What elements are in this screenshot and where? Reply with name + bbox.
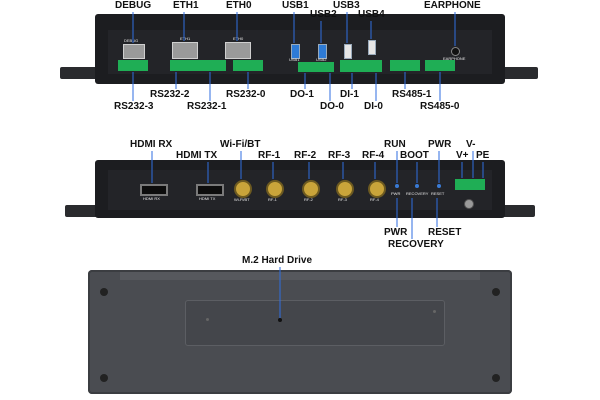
label-rf-3: RF-3 [328,150,351,161]
label-hdmi-rx: HDMI RX [130,139,173,150]
usb2-silkscreen: USB2 [316,57,327,62]
m2-cover [185,300,445,346]
top-right-flange [496,67,538,79]
mount-hole-bottom-right [492,374,500,382]
pwr-led [437,184,441,188]
rs232-3-terminal [118,60,148,71]
hdmi-rx-port [140,184,168,196]
rs485-1-terminal [390,60,420,71]
rs232-2-terminal [170,60,200,71]
recovery-silkscreen: RECOVERY [406,191,429,196]
label-eth1: ETH1 [173,0,199,11]
m2-cover-screw-right [433,310,436,313]
m2-cover-screw-left [206,318,209,321]
label-rs232-1: RS232-1 [187,101,227,112]
usb3-port [344,44,352,59]
label-recovery: RECOVERY [388,239,444,250]
ground-screw [464,199,474,209]
label-pwr-bottom: PWR [384,227,408,238]
label-earphone: EARPHONE [424,0,481,11]
rs485-0-terminal [425,60,455,71]
rs232-0-terminal [233,60,263,71]
wifi-silkscreen: Wi-Fi/BT [234,197,250,202]
power-terminal [455,179,485,190]
label-do-1: DO-1 [290,89,314,100]
mount-hole-top-right [492,288,500,296]
label-usb1: USB1 [282,0,309,11]
earphone-silkscreen: EARPHONE [443,56,466,61]
usb2-port [318,44,327,59]
label-do-0: DO-0 [320,101,344,112]
label-rs232-2: RS232-2 [150,89,190,100]
label-di-1: DI-1 [340,89,359,100]
debug-silkscreen: DEBUG [124,38,139,43]
label-rs232-0: RS232-0 [226,89,266,100]
hdmi-tx-silkscreen: HDMI TX [199,196,216,201]
reset-silkscreen: RESET [431,191,445,196]
eth0-port [225,42,251,59]
label-rs485-1: RS485-1 [392,89,432,100]
mount-hole-bottom-left [100,374,108,382]
top-left-flange [60,67,102,79]
hdmi-tx-port [196,184,224,196]
rs232-1-terminal [198,60,226,71]
label-eth0: ETH0 [226,0,252,11]
earphone-jack [451,47,460,56]
label-rf-1: RF-1 [258,150,281,161]
usb4-port [368,40,376,55]
rf2-connector [302,180,320,198]
label-hdmi-tx: HDMI TX [176,150,218,161]
bottom-plate-top-edge [120,272,480,280]
label-di-0: DI-0 [364,101,383,112]
rf1-silkscreen: RF-1 [268,197,277,202]
label-rf-2: RF-2 [294,150,317,161]
label-rf-4: RF-4 [362,150,385,161]
label-pwr-top: PWR [428,139,452,150]
label-reset: RESET [428,227,462,238]
debug-port [123,44,145,59]
rf3-connector [336,180,354,198]
eth0-silkscreen: ETH0 [233,36,244,41]
label-rs485-0: RS485-0 [420,101,460,112]
label-v-plus: V+ [456,150,469,161]
label-wifi-bt: Wi-Fi/BT [220,139,261,150]
label-usb4: USB4 [358,9,385,20]
rf2-silkscreen: RF-2 [304,197,313,202]
m2-pointer-dot [278,318,282,322]
hdmi-rx-silkscreen: HDMI RX [143,196,160,201]
eth1-silkscreen: ETH1 [180,36,191,41]
eth1-port [172,42,198,59]
middle-device-face [108,170,492,210]
label-rs232-3: RS232-3 [114,101,154,112]
usb1-port [291,44,300,59]
label-boot: BOOT [400,150,429,161]
label-run: RUN [384,139,406,150]
do-terminal [298,62,334,72]
rf4-connector [368,180,386,198]
mount-hole-top-left [100,288,108,296]
wifi-antenna-connector [234,180,252,198]
usb1-silkscreen: USB1 [289,57,300,62]
boot-led [415,184,419,188]
rf4-silkscreen: RF-4 [370,197,379,202]
di-terminal [340,60,382,72]
label-pe: PE [476,150,490,161]
label-usb3: USB3 [333,0,360,11]
label-v-minus: V- [466,139,476,150]
rf1-connector [266,180,284,198]
run-led [395,184,399,188]
rf3-silkscreen: RF-3 [338,197,347,202]
label-debug: DEBUG [115,0,152,11]
pwr-silkscreen: PWR [391,191,401,196]
label-m2-hard-drive: M.2 Hard Drive [242,255,313,266]
label-usb2: USB2 [310,9,337,20]
